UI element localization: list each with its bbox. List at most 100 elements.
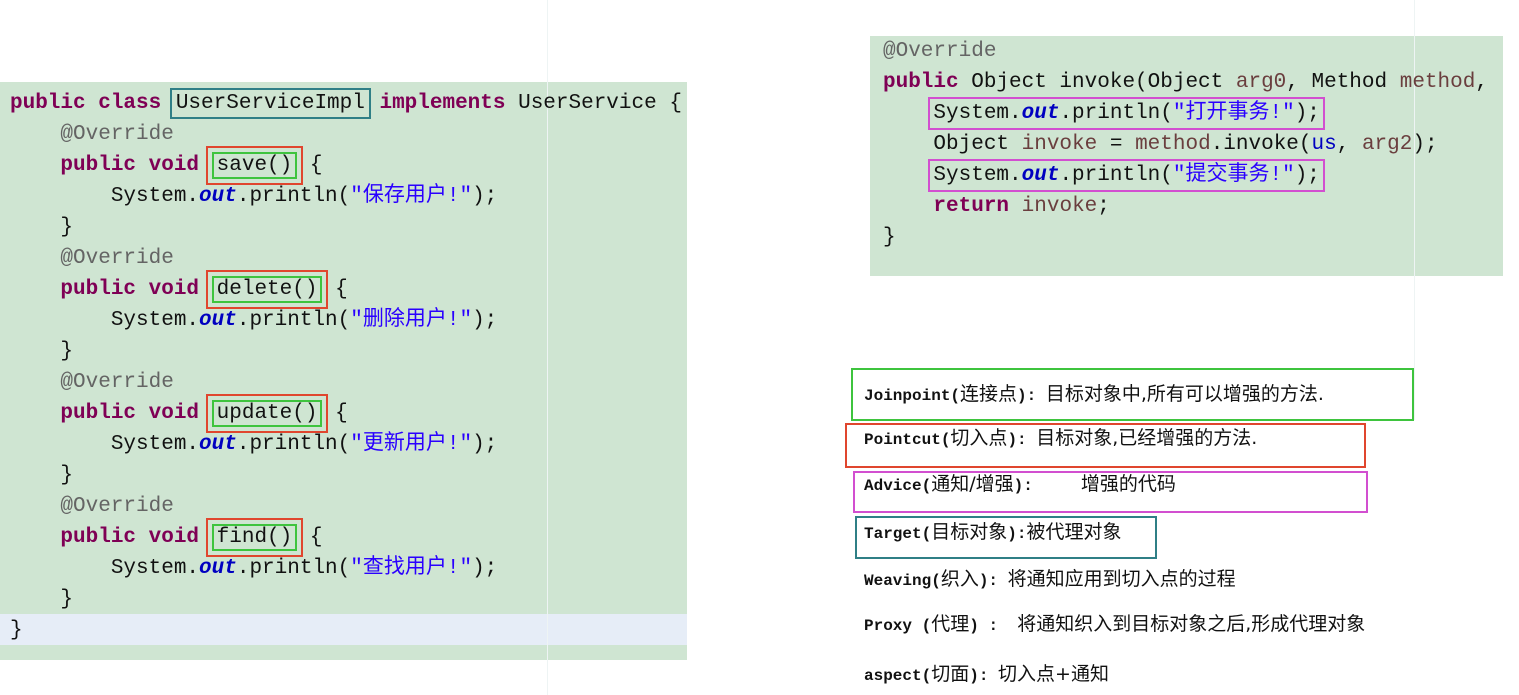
code-line: public void find() { [10,522,322,553]
code-token: .println( [236,433,351,456]
term-separator: ): [1017,387,1046,405]
term-label: Weaving( [864,572,941,590]
term-chinese: 目标对象 [931,521,1008,543]
code-line: System.out.println("打开事务!"); [883,97,1325,130]
code-token: , Method [1286,71,1400,94]
code-token: System. [10,433,200,456]
code-token: public void [10,526,212,549]
code-token: "查找用户!" [350,557,473,580]
code-token: System. [10,557,200,580]
term-description: 目标对象,已经增强的方法. [1036,427,1258,449]
term-highlight-box [851,368,1414,421]
code-token: System. [10,309,200,332]
code-token: out [1021,164,1060,187]
highlight-box: UserServiceImpl [169,88,371,119]
code-line: public class UserServiceImpl implements … [10,88,682,119]
term-chinese: 切面 [931,663,970,685]
code-token: public void [10,402,212,425]
code-token: method [1399,71,1476,94]
code-token: us [1311,133,1337,156]
code-token: ); [472,185,498,208]
code-line: System.out.println("删除用户!"); [10,305,497,336]
term-highlight-box [855,516,1157,559]
divider-line [547,0,548,695]
code-line: } [10,615,23,646]
highlight-box: System.out.println("提交事务!"); [928,159,1325,192]
term-chinese: 通知/增强 [931,473,1014,495]
code-token: { [297,154,323,177]
code-token: out [199,309,237,332]
term-description: 增强的代码 [1080,473,1176,495]
code-token: public [883,71,972,94]
code-token: Object [883,133,1022,156]
highlight-box: delete() [211,276,323,303]
left-code-panel [0,82,687,660]
code-token: , [1475,71,1488,94]
code-token [883,195,933,218]
code-token: method [1135,133,1211,156]
code-token: .invoke( [1210,133,1312,156]
code-token: out [199,557,237,580]
code-token: invoke [1021,133,1098,156]
code-token: } [10,340,74,363]
code-token: "更新用户!" [350,433,473,456]
term-description: 切入点+通知 [998,663,1109,685]
code-token: } [10,464,74,487]
term-description: 被代理对象 [1026,521,1122,543]
code-token: = [1097,133,1136,156]
code-token: ); [472,309,498,332]
code-line: } [10,460,73,491]
string-literal: "提交事务!" [1172,164,1295,187]
term-separator: ): [1007,525,1027,543]
code-token: { [297,526,323,549]
term-label: Advice( [864,477,932,495]
code-token: out [199,185,237,208]
definition-item: Target(目标对象):被代理对象 [864,520,1121,546]
code-token: "保存用户!" [350,185,473,208]
code-line: } [883,222,896,253]
term-label: Target( [864,525,932,543]
code-line: @Override [10,119,173,150]
term-separator: ): [1013,477,1081,495]
term-description: 将通知织入到目标对象之后,形成代理对象 [1017,613,1366,635]
code-token: @Override [10,371,174,394]
code-token: ); [1412,133,1438,156]
highlight-box: System.out.println("打开事务!"); [928,97,1325,130]
highlight-box: save() [211,152,298,179]
term-label: Proxy ( [864,617,932,635]
code-token: { [322,402,348,425]
code-token: implements [366,92,519,115]
code-token: } [10,216,74,239]
code-line: @Override [883,36,996,67]
code-token: public class [10,92,174,115]
definition-item: Joinpoint(连接点): 目标对象中,所有可以增强的方法. [864,382,1324,408]
term-highlight-box [845,423,1366,468]
term-separator: ): [978,572,1008,590]
code-token: } [10,619,23,642]
divider-line [1414,0,1415,420]
code-token: public void [10,278,212,301]
code-token: "删除用户!" [350,309,473,332]
code-line: public void save() { [10,150,322,181]
term-separator: ): [1007,431,1037,449]
code-line: System.out.println("查找用户!"); [10,553,497,584]
code-token: } [883,226,896,249]
code-token: arg2 [1361,133,1413,156]
definition-item: Proxy (代理) : 将通知织入到目标对象之后,形成代理对象 [864,612,1365,638]
code-line: Object invoke = method.invoke(us, arg2); [883,129,1438,160]
code-line: System.out.println("更新用户!"); [10,429,497,460]
code-token: System. [10,185,200,208]
code-line: return invoke; [883,191,1109,222]
code-token: ); [472,557,498,580]
code-token: UserService { [518,92,682,115]
term-chinese: 切入点 [950,427,1008,449]
term-label: aspect( [864,667,932,685]
term-label: Pointcut( [864,431,951,449]
code-token: } [10,588,74,611]
code-token [883,164,933,187]
definition-item: Advice(通知/增强): 增强的代码 [864,472,1176,498]
code-token: arg0 [1235,71,1287,94]
term-chinese: 织入 [940,568,979,590]
code-token: , [1336,133,1362,156]
term-label: Joinpoint( [864,387,961,405]
